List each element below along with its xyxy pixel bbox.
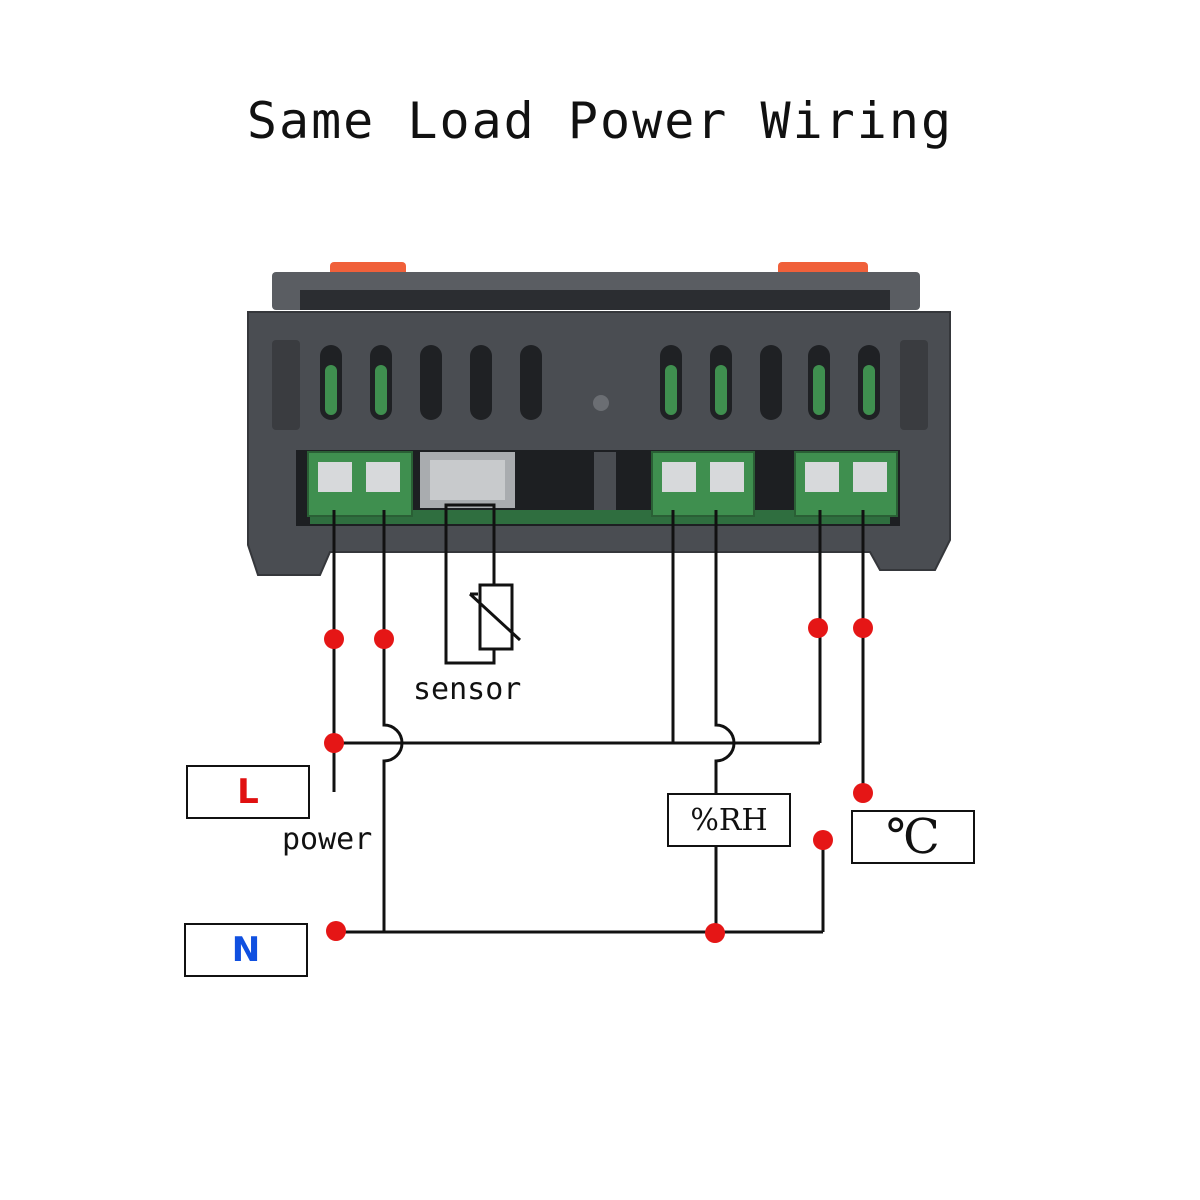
controller-device bbox=[247, 262, 951, 576]
terminal-block-temperature bbox=[794, 451, 898, 517]
junction-dot bbox=[374, 629, 394, 649]
humidity-load-label: %RH bbox=[690, 802, 768, 838]
sensor-loop bbox=[444, 503, 496, 665]
live-terminal-box: L bbox=[186, 765, 310, 819]
temperature-load-label: ℃ bbox=[886, 809, 940, 865]
compartment-divider bbox=[594, 452, 616, 522]
ventilation-slots bbox=[320, 345, 880, 420]
neutral-terminal-box: N bbox=[184, 923, 308, 977]
terminal-block-humidity bbox=[651, 451, 755, 517]
wiring bbox=[332, 503, 865, 934]
junction-dot bbox=[705, 923, 725, 943]
live-label: L bbox=[237, 772, 259, 812]
side-rail-right bbox=[900, 340, 928, 430]
junction-dot bbox=[324, 733, 344, 753]
wire-rh-load bbox=[714, 510, 736, 795]
neutral-label: N bbox=[231, 930, 261, 970]
junction-dot bbox=[326, 921, 346, 941]
diagram-title: Same Load Power Wiring bbox=[246, 92, 954, 150]
junction-dot bbox=[853, 783, 873, 803]
sensor-label: sensor bbox=[413, 672, 522, 707]
junction-dots bbox=[324, 618, 873, 943]
terminal-block-power bbox=[307, 451, 413, 517]
side-rail-left bbox=[272, 340, 300, 430]
junction-dot bbox=[324, 629, 344, 649]
junction-dot bbox=[853, 618, 873, 638]
housing-front-gap bbox=[300, 290, 890, 310]
junction-dot bbox=[813, 830, 833, 850]
power-label: power bbox=[282, 822, 373, 857]
housing-body bbox=[247, 311, 951, 576]
temperature-load-box: ℃ bbox=[851, 809, 975, 865]
junction-dot bbox=[808, 618, 828, 638]
wire-n-input bbox=[382, 510, 404, 932]
thermistor-slash bbox=[468, 592, 522, 642]
humidity-load-box: %RH bbox=[667, 793, 791, 847]
status-led bbox=[593, 395, 609, 411]
